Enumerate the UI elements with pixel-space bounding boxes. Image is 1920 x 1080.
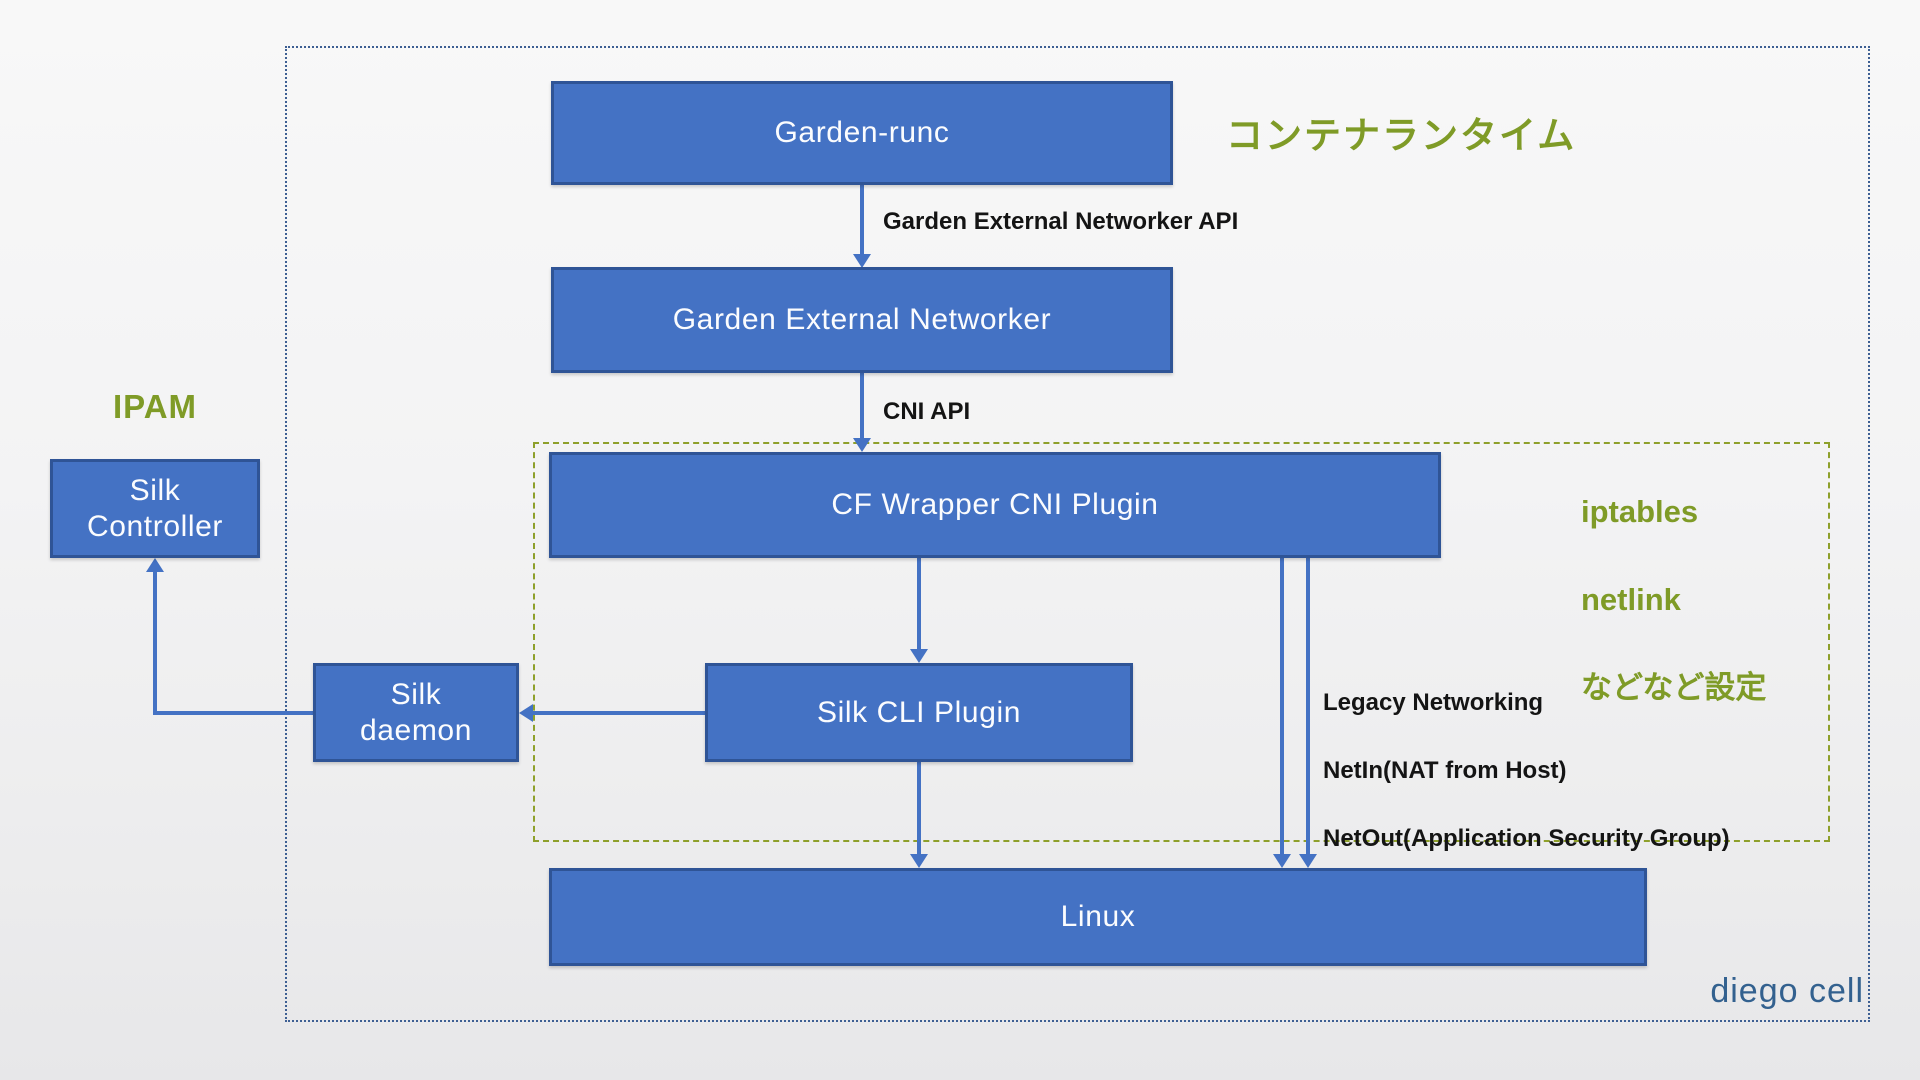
node-garden-runc: Garden-runc [551,81,1173,185]
arrowhead-down-icon [853,438,871,452]
label-container-runtime-jp: コンテナランタイム [1226,115,1577,156]
connector-gen-to-cfwrapper [860,373,864,439]
legacy-note-line-1: Legacy Networking [1323,689,1544,717]
arrowhead-left-icon [519,704,533,722]
label-cni-api: CNI API [883,398,971,425]
node-cf-wrapper-cni-plugin: CF Wrapper CNI Plugin [549,452,1441,558]
side-note-line-3: などなど設定 [1581,670,1767,706]
connector-silkdaemon-to-silkcontroller-horizontal [153,711,313,715]
arrowhead-down-icon [853,254,871,268]
node-garden-external-networker: Garden External Networker [551,267,1173,373]
connector-cfwrapper-to-linux-2 [1306,557,1310,855]
connector-silkcli-to-silkdaemon [532,711,705,715]
label-iptables-netlink-note: iptables netlink などなど設定 [1581,446,1766,754]
label-garden-external-networker-api: Garden External Networker API [883,208,1239,235]
arrowhead-down-icon [1299,854,1317,868]
label-legacy-networking-note: Legacy Networking NetIn(NAT from Host) N… [1323,652,1730,891]
arrowhead-down-icon [910,854,928,868]
node-silk-cli-plugin: Silk CLI Plugin [705,663,1133,762]
legacy-note-line-2: NetIn(NAT from Host) [1323,757,1567,785]
connector-silkcli-to-linux [917,762,921,855]
connector-cfwrapper-to-linux-1 [1280,557,1284,855]
connector-gardenrunc-to-gen [860,185,864,255]
diego-cell-boundary [285,46,1870,1022]
node-linux: Linux [549,868,1647,966]
iptables-netlink-boundary [533,442,1830,842]
side-note-line-1: iptables [1581,494,1699,530]
node-silk-controller: Silk Controller [50,459,260,558]
node-silk-daemon: Silk daemon [313,663,519,762]
arrowhead-up-icon [146,558,164,572]
legacy-note-line-3: NetOut(Application Security Group) [1323,825,1730,853]
connector-cfwrapper-to-silkcli [917,558,921,650]
connector-silkdaemon-to-silkcontroller-vertical [153,570,157,715]
side-note-line-2: netlink [1581,582,1681,618]
arrowhead-down-icon [1273,854,1291,868]
arrowhead-down-icon [910,649,928,663]
label-diego-cell: diego cell [1710,972,1864,1010]
label-ipam: IPAM [112,388,198,425]
